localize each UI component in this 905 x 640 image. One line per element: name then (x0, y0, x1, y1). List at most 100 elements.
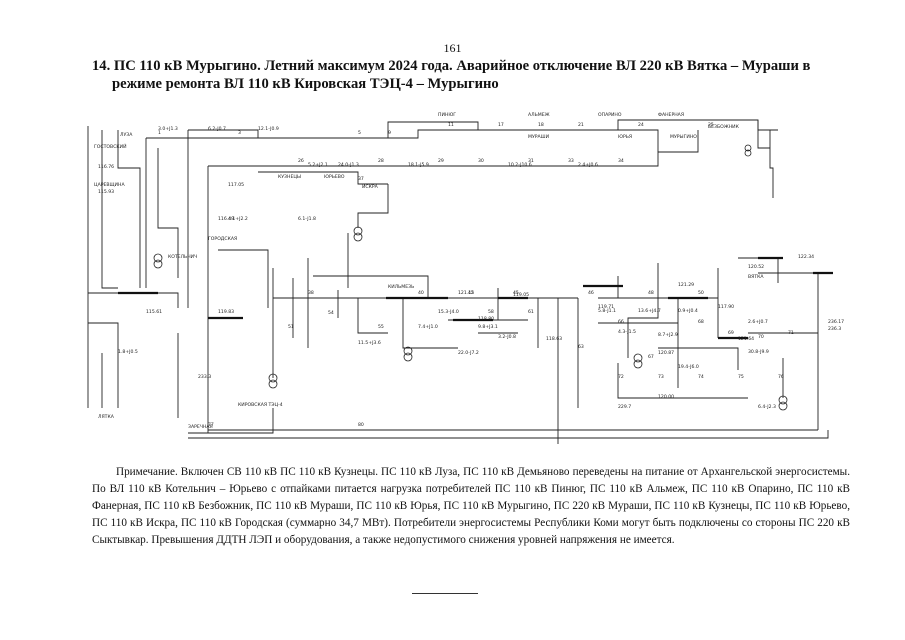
transformers (153, 144, 788, 411)
wires (87, 119, 829, 444)
wire (769, 130, 774, 198)
flow-label: 24.0-J1.3 (338, 162, 359, 168)
voltage-label: 236.3 (828, 326, 841, 332)
flow-label: 4.3-J1.5 (618, 329, 636, 335)
voltage-label: 118.63 (546, 336, 562, 342)
line-number-label: 28 (378, 158, 384, 164)
transformer-symbol (403, 352, 413, 362)
voltage-label: 117.90 (718, 304, 734, 310)
wire (188, 430, 829, 439)
page-title: 14. ПС 110 кВ Мурыгино. Летний максимум … (92, 57, 852, 93)
line-number-label: 69 (728, 330, 734, 336)
substation-label: БЕЗБОЖНИК (708, 124, 740, 130)
voltage-label: 236.17 (828, 319, 844, 325)
substation-label: ОПАРИНО (598, 112, 622, 118)
flow-label: 6.4-J2.3 (758, 404, 776, 410)
line-number-label: 63 (578, 344, 584, 350)
wire (188, 129, 259, 138)
voltage-label: 120.87 (658, 350, 674, 356)
transformer-symbol (403, 346, 413, 356)
note-paragraph: Примечание. Включен СВ 110 кВ ПС 110 кВ … (92, 464, 850, 549)
wire (258, 171, 388, 185)
substation-label: ИСКРА (362, 184, 379, 190)
line-number-label: 74 (698, 374, 704, 380)
line-number-label: 24 (638, 122, 644, 128)
flow-label: 18.1-J5.9 (408, 162, 429, 168)
line-number-label: 50 (698, 290, 704, 296)
line-number-label: 33 (568, 158, 574, 164)
note-text: Примечание. Включен СВ 110 кВ ПС 110 кВ … (92, 466, 850, 546)
wire (101, 130, 118, 289)
busbars (118, 256, 833, 340)
line-number-label: 51 (288, 324, 294, 330)
line-number-label: 75 (738, 374, 744, 380)
substation-label: ФАНЕРНАЯ (658, 112, 684, 118)
wire (357, 298, 388, 334)
flow-label: 10.2-J10.6 (508, 162, 532, 168)
voltage-label: 120.52 (748, 264, 764, 270)
substation-label: КИЛЬМЕЗЬ (388, 284, 414, 290)
substation-label: КИРОВСКАЯ ТЭЦ-4 (238, 402, 283, 408)
voltage-label: 118.80 (478, 316, 494, 322)
title-line-2: режиме ремонта ВЛ 110 кВ Кировская ТЭЦ-4… (112, 76, 499, 92)
wire (617, 363, 748, 399)
substation-label: ЮРЬЯ (618, 134, 632, 140)
line-number-label: 29 (438, 158, 444, 164)
substation-label: ЗАРЕЧНАЯ (188, 424, 213, 430)
voltage-label: 117.05 (228, 182, 244, 188)
substation-label: ЮРЬЕВО (324, 174, 345, 180)
transformer-symbol (153, 259, 163, 269)
wire (658, 347, 739, 370)
line-number-label: 73 (658, 374, 664, 380)
transformer-symbol (778, 395, 788, 405)
substation-label: ЛУЗА (120, 132, 133, 138)
voltage-label: 121.29 (678, 282, 694, 288)
line-number-label: 37 (358, 176, 364, 182)
line-number-label: 1 (158, 130, 161, 136)
substation-label: АЛЬМЕЖ (528, 112, 550, 118)
flow-label: 12.1-J0.9 (258, 126, 279, 132)
voltage-label: 229.7 (618, 404, 631, 410)
line-number-label: 40 (418, 290, 424, 296)
voltage-label: 233.3 (198, 374, 211, 380)
voltage-label: 116.49 (218, 216, 234, 222)
voltage-label: 119.83 (218, 309, 234, 315)
flow-label: 11.5+J3.6 (358, 340, 381, 346)
flow-label: 9.8+J3.1 (478, 324, 498, 330)
flow-label: 19.4-J6.0 (678, 364, 699, 370)
substation-label: ВЯТКА (748, 274, 764, 280)
line-number-label: 76 (778, 374, 784, 380)
substation-label: ПИНЮГ (438, 112, 456, 118)
flow-label: 1.8+J0.5 (118, 349, 138, 355)
wire (357, 184, 389, 228)
line-number-label: 3 (238, 130, 241, 136)
flow-label: 8.7+J2.9 (658, 332, 678, 338)
flow-label: 6.2-J0.7 (208, 126, 226, 132)
substation-label: ЦАРЕВЩИНА (94, 182, 125, 188)
line-number-label: 55 (378, 324, 384, 330)
footer-rule (412, 593, 478, 594)
page-number: 161 (443, 41, 462, 55)
voltage-label: 120.00 (658, 394, 674, 400)
line-number-label: 58 (488, 309, 494, 315)
flow-label: 0.9+J0.4 (678, 308, 698, 314)
wire (218, 249, 269, 308)
line-number-label: 77 (208, 422, 214, 428)
line-number-label: 42 (468, 290, 474, 296)
line-number-label: 17 (498, 122, 504, 128)
flow-label: 15.3-J4.0 (438, 309, 459, 315)
voltage-label: 122.34 (798, 254, 814, 260)
substation-label: МУРЫГИНО (670, 134, 697, 140)
wire (627, 263, 659, 358)
line-number-label: 66 (618, 319, 624, 325)
line-number-label: 70 (758, 334, 764, 340)
flow-label: 22.0-J7.2 (458, 350, 479, 356)
wire (618, 129, 659, 152)
flow-label: 4.1+J2.2 (228, 216, 248, 222)
line-number-label: 80 (358, 422, 364, 428)
flow-label: 5.8-J1.1 (598, 308, 616, 314)
flow-label: 5.2+J2.1 (308, 162, 328, 168)
flow-label: 3.2-J0.8 (498, 334, 516, 340)
